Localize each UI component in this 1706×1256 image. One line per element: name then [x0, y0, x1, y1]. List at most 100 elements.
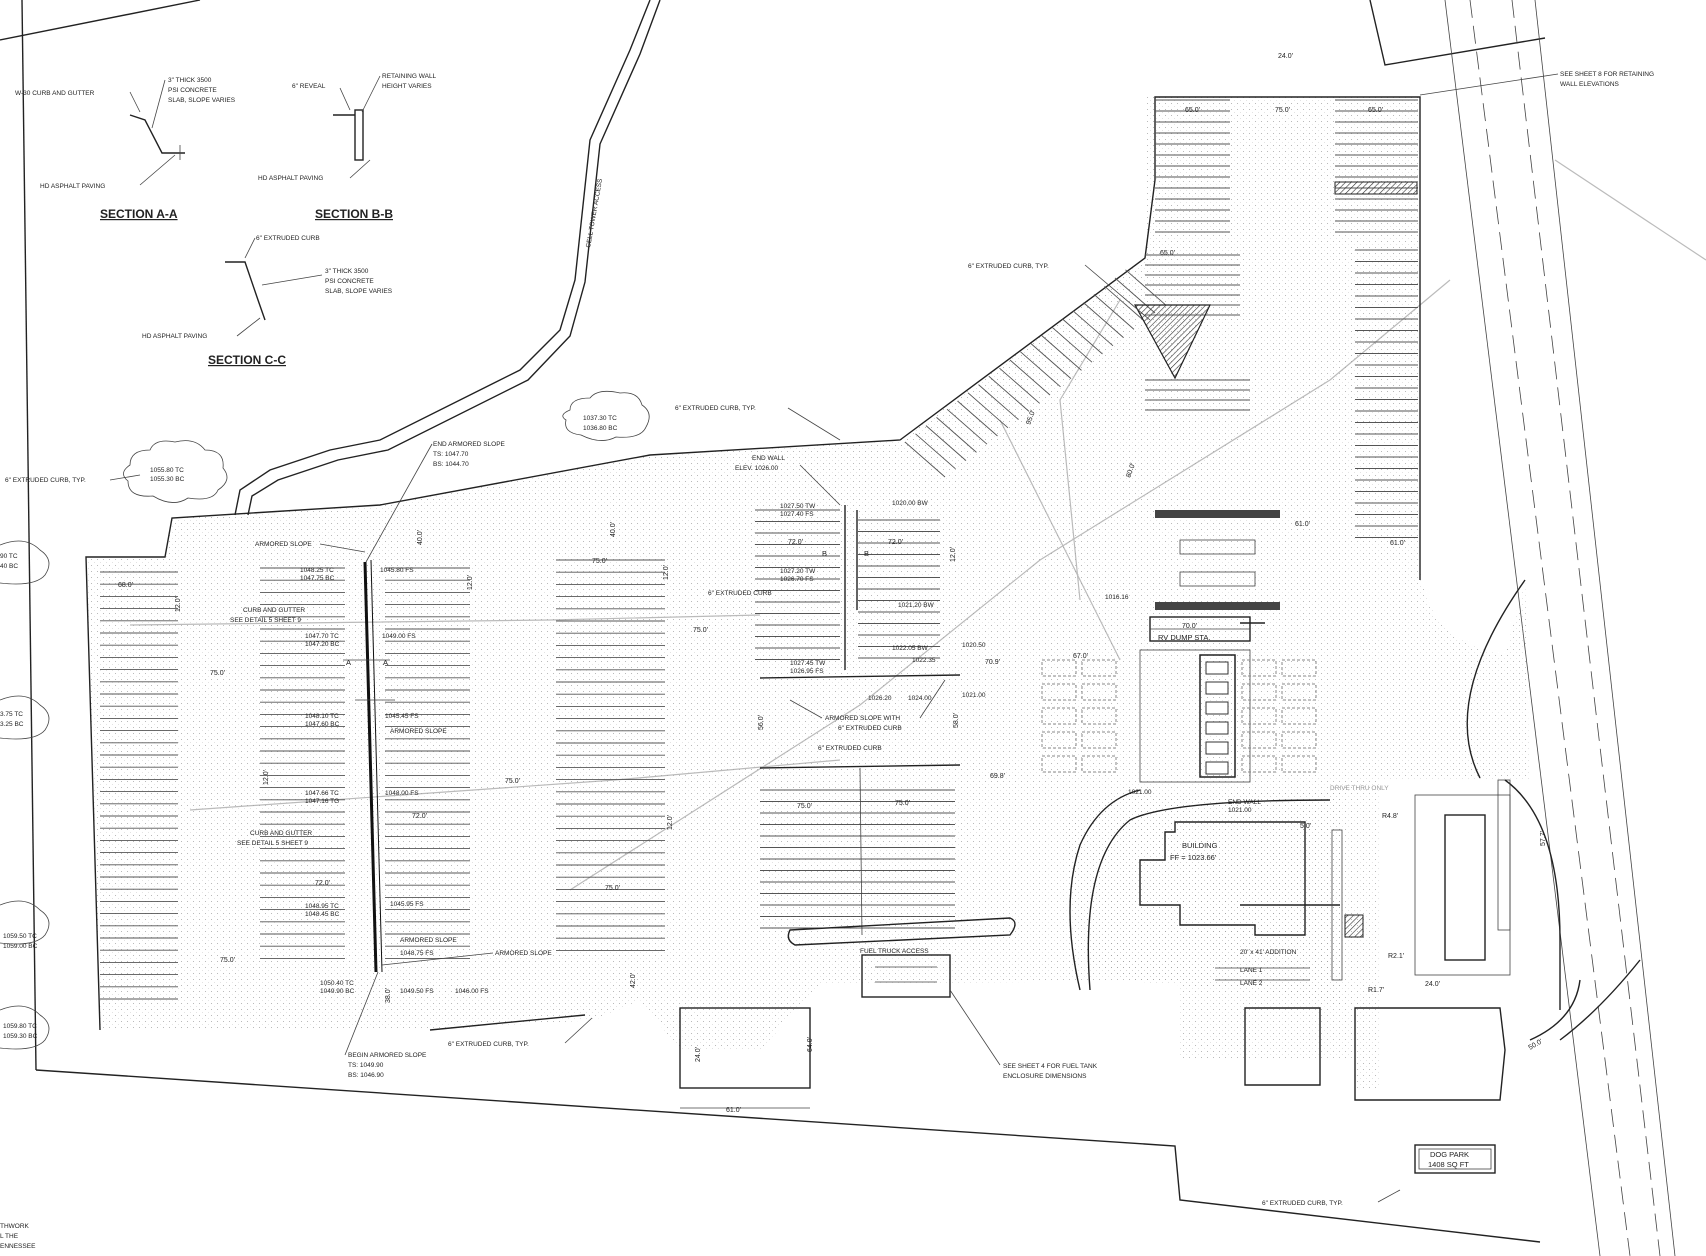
- elev-cloud-w1-tc: 1055.80 TC: [150, 467, 184, 474]
- spot-elev: 1048.95 TC: [305, 903, 339, 910]
- fuel-lane-stall: [1041, 731, 1077, 749]
- fuel-lane-stall: [1281, 707, 1317, 725]
- section-mark-b-2: B: [864, 549, 869, 558]
- sheet8-note-1: SEE SHEET 8 FOR RETAINING: [1560, 71, 1654, 78]
- begin-armored-label-1: BEGIN ARMORED SLOPE: [348, 1052, 427, 1059]
- spot-elev: 1048.10 TC: [305, 713, 339, 720]
- dim: 65.0': [1185, 107, 1200, 114]
- section-bb-title: SECTION B-B: [315, 207, 393, 221]
- fuel-lane-stall: [1081, 755, 1117, 773]
- angled-stall-line: [957, 400, 998, 437]
- angled-stall-line: [1125, 269, 1166, 306]
- angled-stall-line: [1072, 310, 1114, 347]
- elev-cloud-mid-tc: 1037.30 TC: [583, 415, 617, 422]
- curb-gutter-label-1a: CURB AND GUTTER: [243, 607, 305, 614]
- armored-slope-label-1: ARMORED SLOPE: [255, 541, 312, 548]
- spot-elev: 1048.25 TC: [300, 567, 334, 574]
- fuel-truck-island: [787, 917, 1016, 998]
- section-cc-detail: 6" EXTRUDED CURB 3" THICK 3500 PSI CONCR…: [142, 235, 393, 367]
- fuel-lane-stall: [1241, 755, 1277, 773]
- angled-stall-line: [946, 408, 988, 445]
- spot-elev: 1048.00 FS: [385, 790, 419, 797]
- dim: 75.0': [505, 778, 520, 785]
- end-wall-label-2: ELEV. 1026.00: [735, 465, 779, 472]
- section-cc-slab-2: PSI CONCRETE: [325, 278, 374, 285]
- angled-stall-line: [1009, 359, 1051, 396]
- section-aa-title: SECTION A-A: [100, 207, 178, 221]
- cell-tower-access-road: [234, 0, 661, 516]
- spot-elev: 1047.66 TC: [305, 790, 339, 797]
- dim: 75.0': [693, 627, 708, 634]
- elevation-clouds: [0, 390, 650, 1050]
- building: [1065, 789, 1364, 1005]
- elev-cloud-sw2-tc: 1059.80 TC: [3, 1023, 37, 1030]
- dim: 58.0': [953, 713, 960, 728]
- elev-cloud-sw1-bc: 1059.00 BC: [3, 943, 38, 950]
- angled-stall-line: [925, 425, 967, 461]
- dim: 70.9': [985, 659, 1000, 666]
- elev-cloud-sw1-tc: 1059.50 TC: [3, 933, 37, 940]
- curb-typ-label-w: 6" EXTRUDED CURB, TYP.: [5, 477, 86, 484]
- section-bb-wall-1: RETAINING WALL: [382, 73, 437, 80]
- fuel-pump: [1205, 661, 1229, 675]
- dim: 64.0': [807, 1037, 814, 1052]
- angled-stall-line: [988, 376, 1030, 412]
- dim: 38.0': [385, 988, 392, 1003]
- section-aa-slab-1: 3" THICK 3500: [168, 77, 212, 84]
- section-cc-title: SECTION C-C: [208, 353, 286, 367]
- fuel-lane-stall: [1081, 707, 1117, 725]
- dim: 75.0': [605, 885, 620, 892]
- dim: 12.0': [950, 547, 957, 562]
- dim: 75.0': [1275, 107, 1290, 114]
- wall-elev: 1027.40 FS: [780, 511, 814, 518]
- wall-elev: 1021.20 BW: [898, 602, 935, 609]
- dim: 42.0': [630, 973, 637, 988]
- sheet8-note-2: WALL ELEVATIONS: [1560, 81, 1620, 88]
- fuel-lane-grid: [1041, 659, 1317, 773]
- fuel-lane-stall: [1041, 755, 1077, 773]
- sw-small-lot: [679, 1007, 811, 1109]
- fuel-lane-stall: [1081, 659, 1117, 677]
- elev-cloud-edge1-bc: 40 BC: [0, 563, 18, 570]
- end-wall-label-1: END WALL: [752, 455, 785, 462]
- dim: 75.0': [220, 957, 235, 964]
- dim: R1.7': [1368, 987, 1384, 994]
- fuel-lane-stall: [1281, 683, 1317, 701]
- fuel-lane-stall: [1081, 731, 1117, 749]
- rv-dump-station: [1149, 510, 1280, 642]
- section-cc-slab-1: 3" THICK 3500: [325, 268, 369, 275]
- fuel-note-2: ENCLOSURE DIMENSIONS: [1003, 1073, 1087, 1080]
- section-aa-slab-3: SLAB, SLOPE VARIES: [168, 97, 236, 104]
- building-label-1: BUILDING: [1182, 841, 1218, 850]
- angled-stall-line: [1062, 318, 1103, 355]
- fuel-note-1: SEE SHEET 4 FOR FUEL TANK: [1003, 1063, 1098, 1070]
- drive-thru-label: DRIVE THRU ONLY: [1330, 785, 1389, 792]
- end-armored-label-1: END ARMORED SLOPE: [433, 441, 506, 448]
- curb-gutter-label-1b: SEE DETAIL 5 SHEET 9: [230, 617, 301, 624]
- wall-elev: 1026.70 FS: [780, 576, 814, 583]
- curb-typ-label-se: 6" EXTRUDED CURB, TYP.: [1262, 1200, 1343, 1207]
- dim: 12.0': [663, 565, 670, 580]
- armored-with-curb-label-2: 6" EXTRUDED CURB: [838, 725, 902, 732]
- bldg-elev: 1021.00: [1228, 807, 1252, 814]
- elev-cloud-edge1-tc: 90 TC: [0, 553, 18, 560]
- wall-elev: 1020.00 BW: [892, 500, 929, 507]
- dim: 72.0': [315, 880, 330, 887]
- spot-elev: 1047.75 BC: [300, 575, 335, 582]
- section-bb-wall-2: HEIGHT VARIES: [382, 83, 432, 90]
- spot-elev: 1046.00 FS: [455, 988, 489, 995]
- extruded-curb-label-c: 6" EXTRUDED CURB: [708, 590, 772, 597]
- spot-elev: 1050.40 TC: [320, 980, 354, 987]
- angled-stall-line: [978, 384, 1019, 420]
- elev-cloud-w1-bc: 1055.30 BC: [150, 476, 185, 483]
- dim: 24.0': [1425, 981, 1440, 988]
- wall-elev: 1021.00: [962, 692, 986, 699]
- dim: 61.0': [726, 1107, 741, 1114]
- section-cc-curb: 6" EXTRUDED CURB: [256, 235, 320, 242]
- angled-stall-line: [1104, 285, 1145, 322]
- dim: 50.0': [1528, 1038, 1544, 1052]
- fuel-lane-stall: [1241, 659, 1277, 677]
- end-wall-small: END WALL: [1228, 799, 1261, 806]
- section-bb-paving: HD ASPHALT PAVING: [258, 175, 323, 182]
